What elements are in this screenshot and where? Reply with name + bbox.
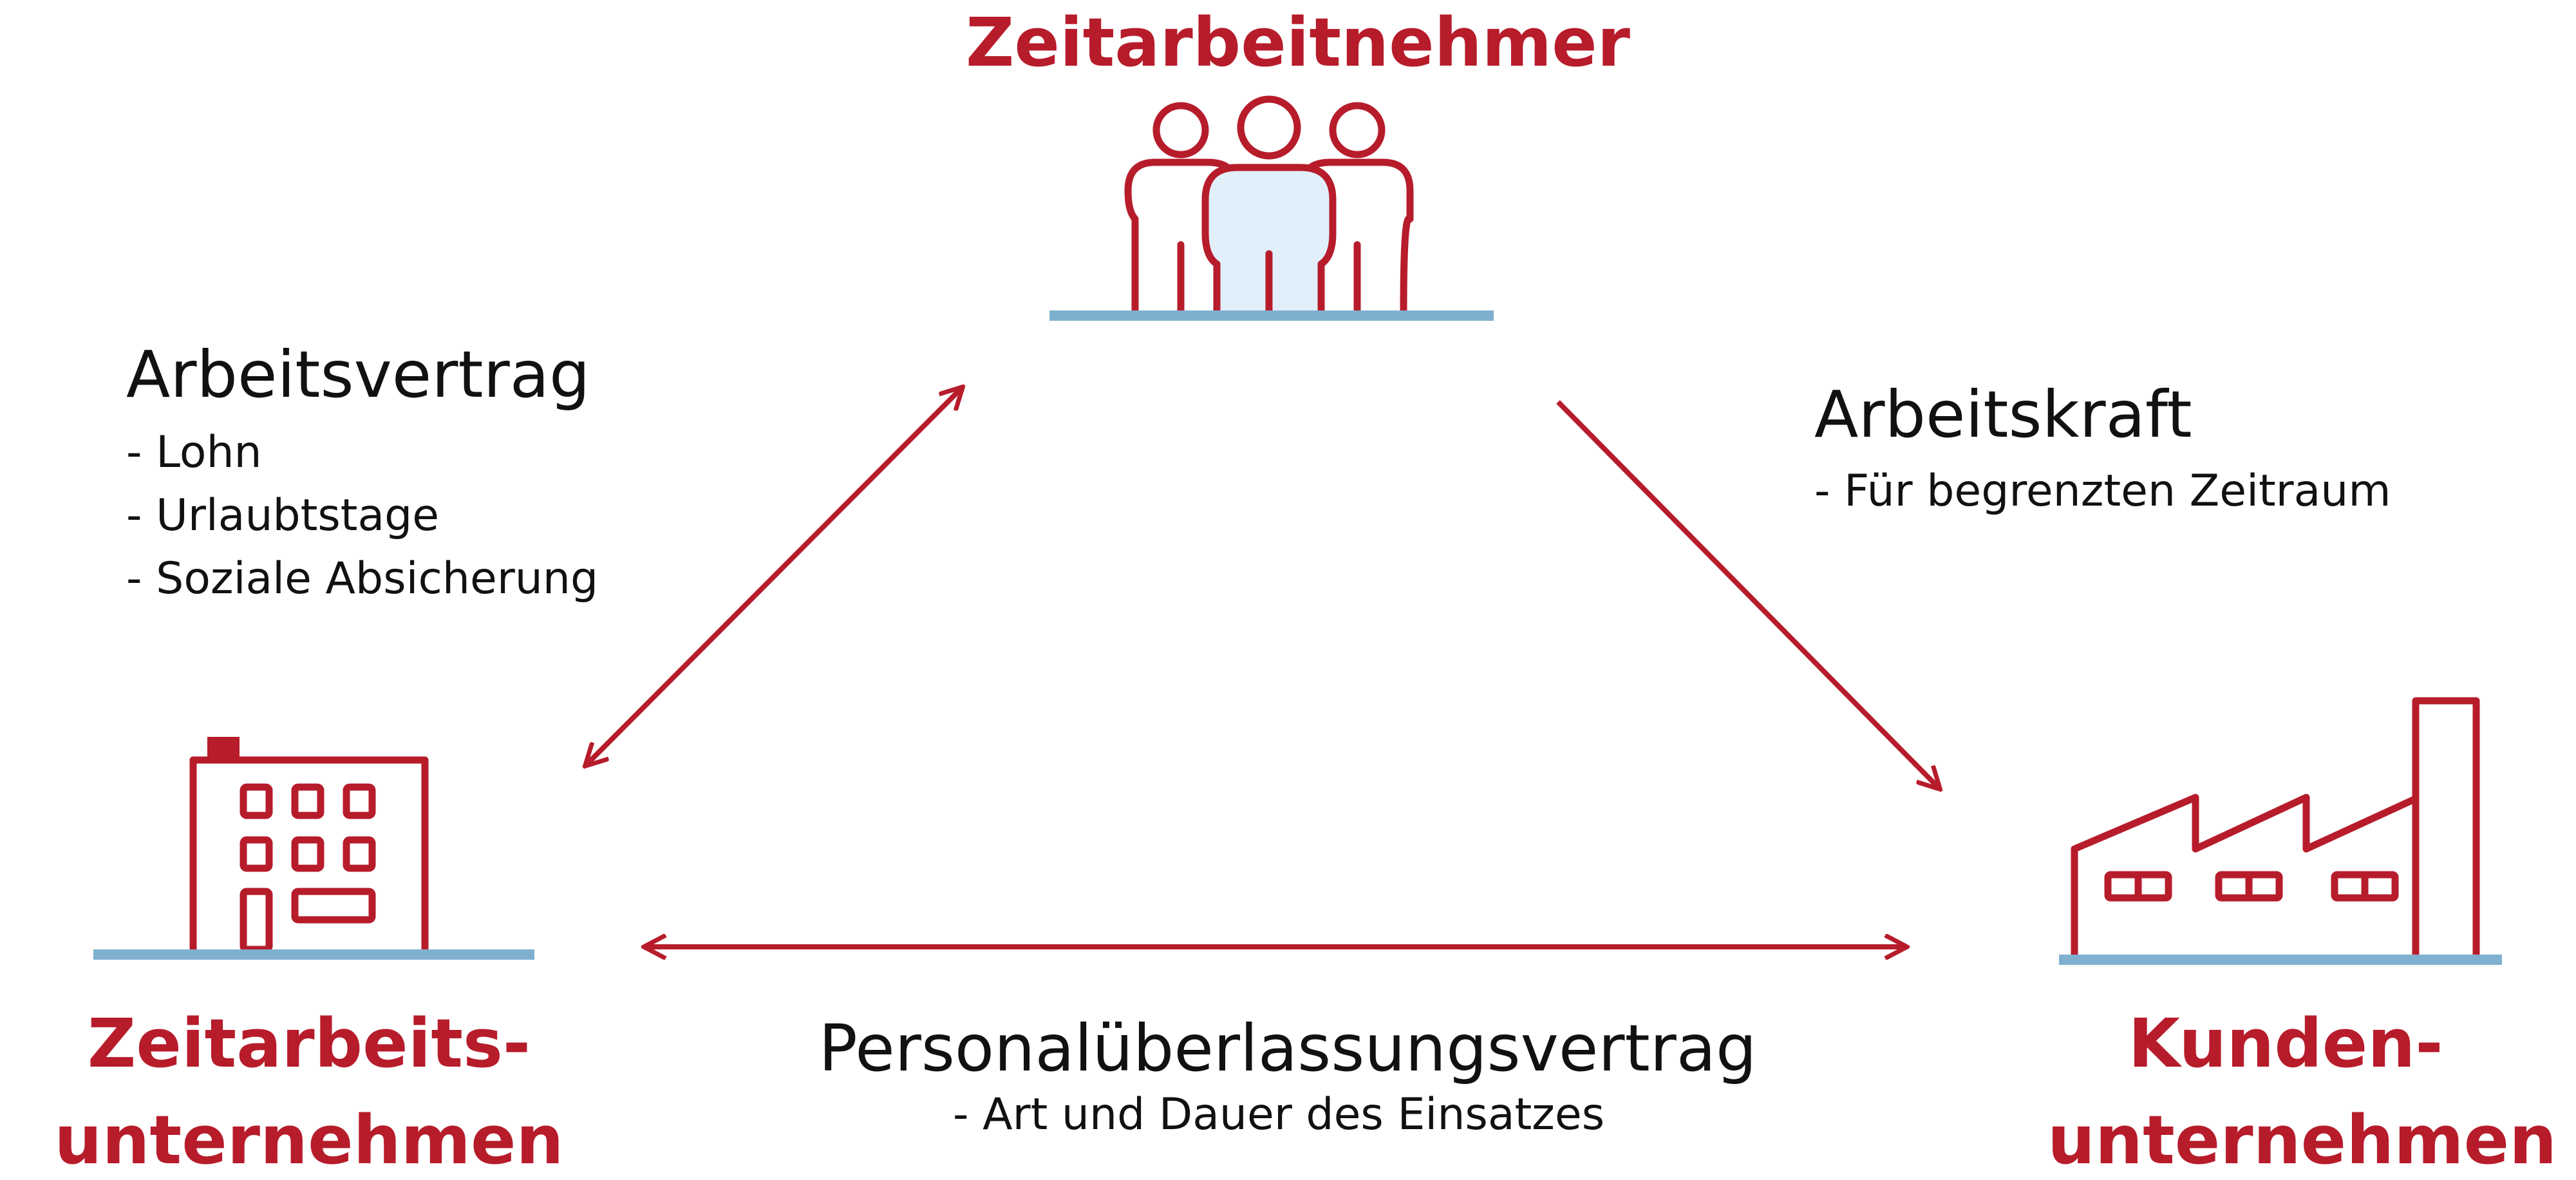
- agency-title-line1: Zeitarbeits-: [87, 1004, 531, 1083]
- client-title-line1: Kunden-: [2128, 1004, 2443, 1083]
- ground-line-employee: [1049, 310, 1494, 321]
- arrow-labor: [1556, 400, 1939, 788]
- staffing-contract-title: Personalüberlassungsvertrag: [818, 1011, 1757, 1086]
- arrow-employment-contract: [586, 388, 962, 765]
- people-group-icon: [1124, 95, 1414, 314]
- list-item: - Für begrenzten Zeitraum: [1814, 466, 2391, 517]
- labor-items: - Für begrenzten Zeitraum: [1814, 460, 2391, 523]
- office-building-icon: [189, 737, 429, 953]
- employment-contract-items: - Lohn - Urlaubtstage - Soziale Absicher…: [126, 421, 598, 611]
- list-item: - Art und Dauer des Einsatzes: [953, 1089, 1605, 1140]
- list-item: - Soziale Absicherung: [126, 553, 599, 604]
- employee-title: Zeitarbeitnehmer: [966, 3, 1630, 82]
- client-title-line2: unternehmen: [2047, 1101, 2557, 1179]
- employment-contract-title: Arbeitsvertrag: [126, 337, 590, 412]
- ground-line-client: [2059, 955, 2502, 965]
- list-item: - Lohn: [126, 427, 262, 478]
- ground-line-agency: [93, 949, 534, 960]
- factory-icon: [2071, 697, 2480, 955]
- labor-title: Arbeitskraft: [1814, 377, 2192, 452]
- agency-title-line2: unternehmen: [54, 1101, 564, 1179]
- staffing-contract-items: - Art und Dauer des Einsatzes: [953, 1083, 1604, 1147]
- list-item: - Urlaubtstage: [126, 490, 440, 541]
